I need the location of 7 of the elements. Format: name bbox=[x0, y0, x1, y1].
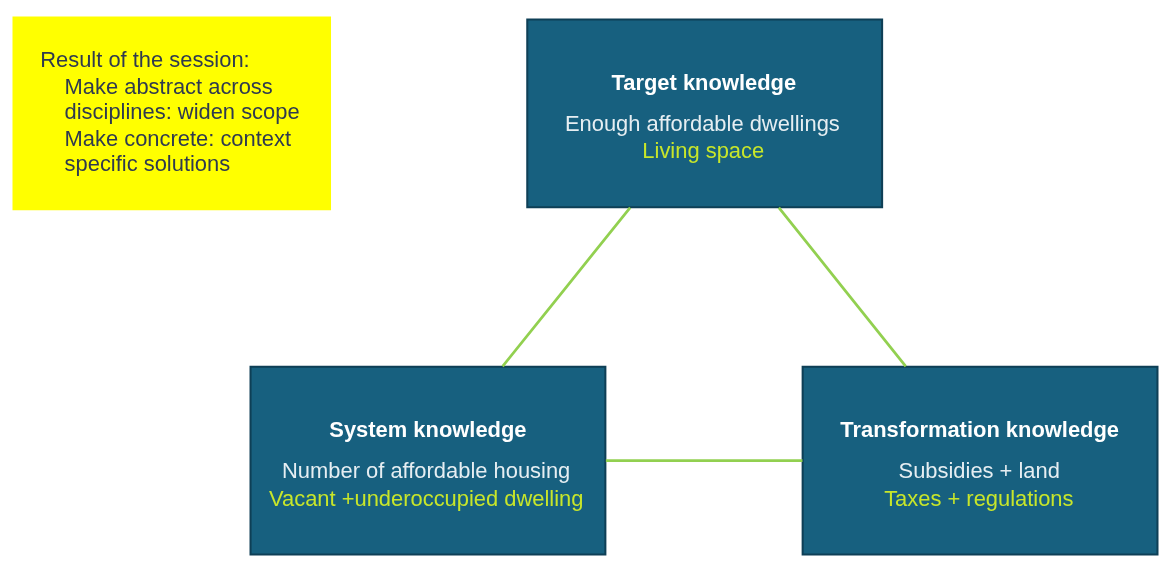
node-box: Result of the session: Make abstract across disciplines: widen scope Make concrete: context specific solutions bbox=[12, 16, 332, 211]
node-box: System knowledge Number of affordable housing Vacant +underoccupied dwelling bbox=[249, 365, 607, 556]
connector bbox=[605, 459, 803, 463]
node-box: Target knowledge Enough affordable dwellings Living space bbox=[526, 18, 884, 209]
connector bbox=[501, 206, 632, 368]
node-box: Transformation knowledge Subsidies + land Taxes + regulations bbox=[801, 365, 1159, 556]
connector bbox=[777, 206, 907, 368]
